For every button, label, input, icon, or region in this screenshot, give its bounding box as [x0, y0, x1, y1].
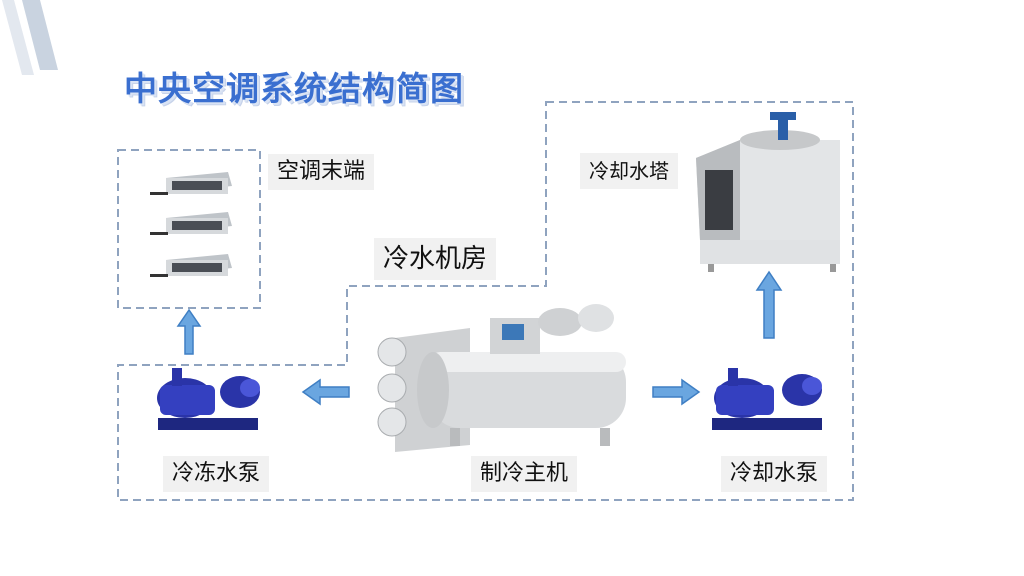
terminal-label: 空调末端: [268, 154, 374, 190]
arrow-up-to-tower: [757, 272, 781, 338]
arrow-right-to-cooling-pump: [653, 380, 699, 404]
fan-coil-unit-icon: [150, 172, 232, 277]
chilled-pump-label: 冷冻水泵: [163, 456, 269, 492]
plant-room-label: 冷水机房: [374, 238, 496, 280]
fan-coil-unit-1: [150, 172, 232, 195]
arrow-up-to-terminal: [178, 310, 200, 354]
cooling-tower-label: 冷却水塔: [580, 153, 678, 189]
page-title: 中央空调系统结构简图: [124, 62, 464, 110]
chiller-label: 制冷主机: [471, 456, 577, 492]
cooling-tower-icon: [696, 112, 840, 272]
fan-coil-unit-3: [150, 254, 232, 277]
chiller-icon: [378, 304, 626, 452]
slash-decoration: [2, 0, 58, 75]
chilled-water-pump: [157, 368, 260, 430]
fan-coil-unit-2: [150, 212, 232, 235]
cooling-pump-label: 冷却水泵: [721, 456, 827, 492]
arrow-left-to-chilled-pump: [303, 380, 349, 404]
cooling-water-pump: [712, 368, 822, 430]
